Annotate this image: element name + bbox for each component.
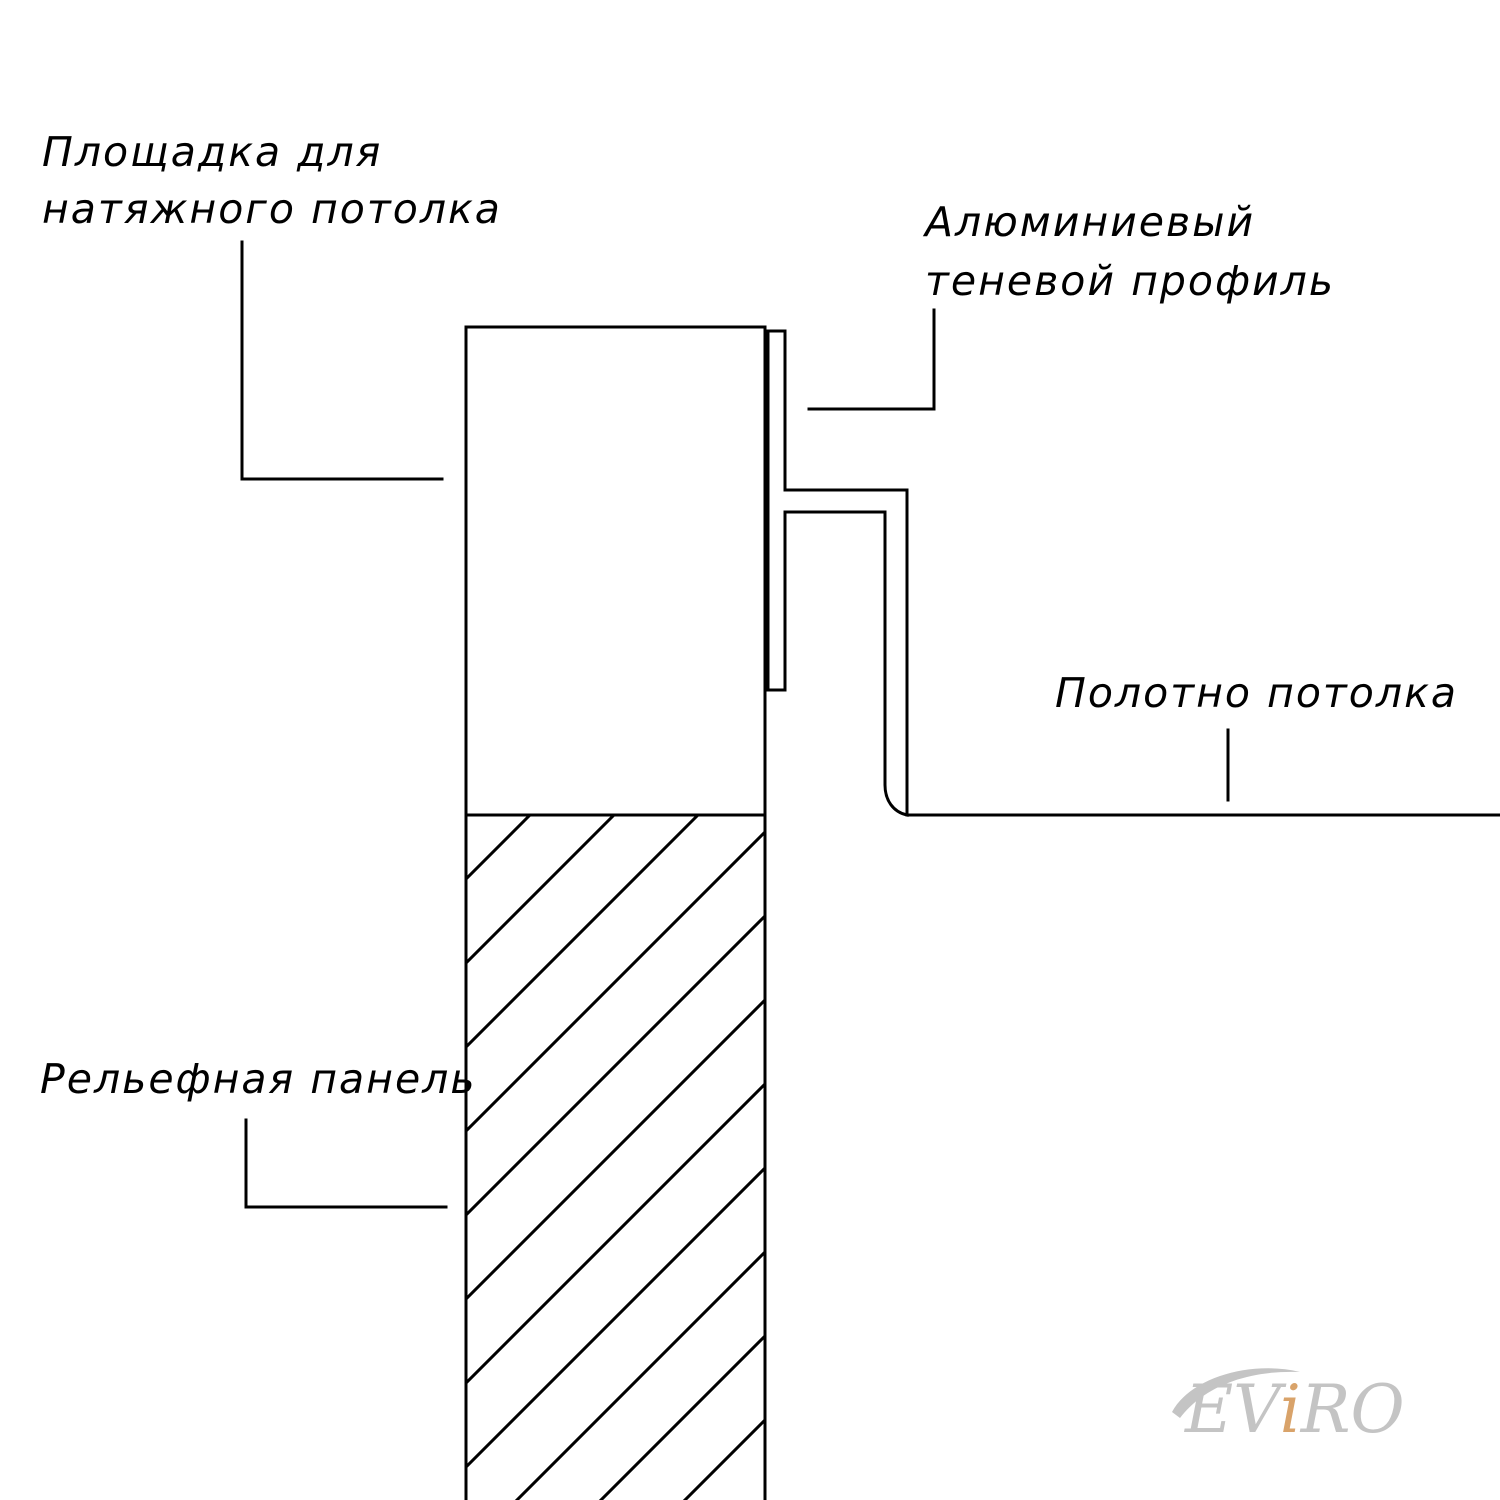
leader-relief-panel bbox=[244, 1118, 448, 1209]
svg-text:EViRO: EViRO bbox=[1184, 1371, 1405, 1448]
aluminium-shadow-profile bbox=[766, 329, 909, 817]
hatch-line bbox=[467, 914, 764, 1217]
hatch-line bbox=[0, 815, 110, 1500]
hatch-line bbox=[598, 1334, 764, 1500]
hatch-line bbox=[467, 815, 616, 965]
leader-ceiling-platform bbox=[240, 240, 444, 481]
label-relief-panel: Рельефная панель bbox=[40, 1055, 477, 1103]
label-shadow-profile-line1: Алюминиевый bbox=[922, 198, 1255, 246]
hatch-line bbox=[0, 815, 362, 1500]
hatch-line bbox=[467, 998, 764, 1301]
hatch-line bbox=[467, 815, 700, 1049]
hatch-line bbox=[467, 1082, 764, 1385]
hatch-line bbox=[0, 815, 278, 1500]
hatch-line bbox=[0, 815, 194, 1500]
logo-swoosh bbox=[1172, 1368, 1300, 1418]
hatch-line bbox=[0, 815, 26, 1500]
eviro-logo: EViRO bbox=[1172, 1368, 1405, 1448]
ceiling-platform-block bbox=[464, 325, 767, 817]
logo-text-accent: i bbox=[1280, 1371, 1301, 1448]
hatch-line bbox=[467, 830, 764, 1133]
relief-panel-hatching bbox=[0, 815, 764, 1500]
label-shadow-profile-line2: теневой профиль bbox=[925, 257, 1335, 305]
hatch-line bbox=[467, 815, 532, 881]
label-ceiling-canvas: Полотно потолка bbox=[1055, 669, 1458, 717]
label-ceiling-platform-line1: Площадка для bbox=[42, 128, 382, 176]
label-ceiling-platform-line2: натяжного потолка bbox=[42, 185, 502, 233]
logo-text-left: EV bbox=[1184, 1371, 1287, 1448]
relief-panel-outline bbox=[464, 813, 767, 1500]
logo-text-right: RO bbox=[1300, 1371, 1405, 1448]
hatch-line bbox=[514, 1250, 764, 1500]
hatch-line bbox=[467, 1166, 764, 1469]
leader-shadow-profile bbox=[807, 308, 936, 411]
hatch-line bbox=[0, 815, 446, 1500]
